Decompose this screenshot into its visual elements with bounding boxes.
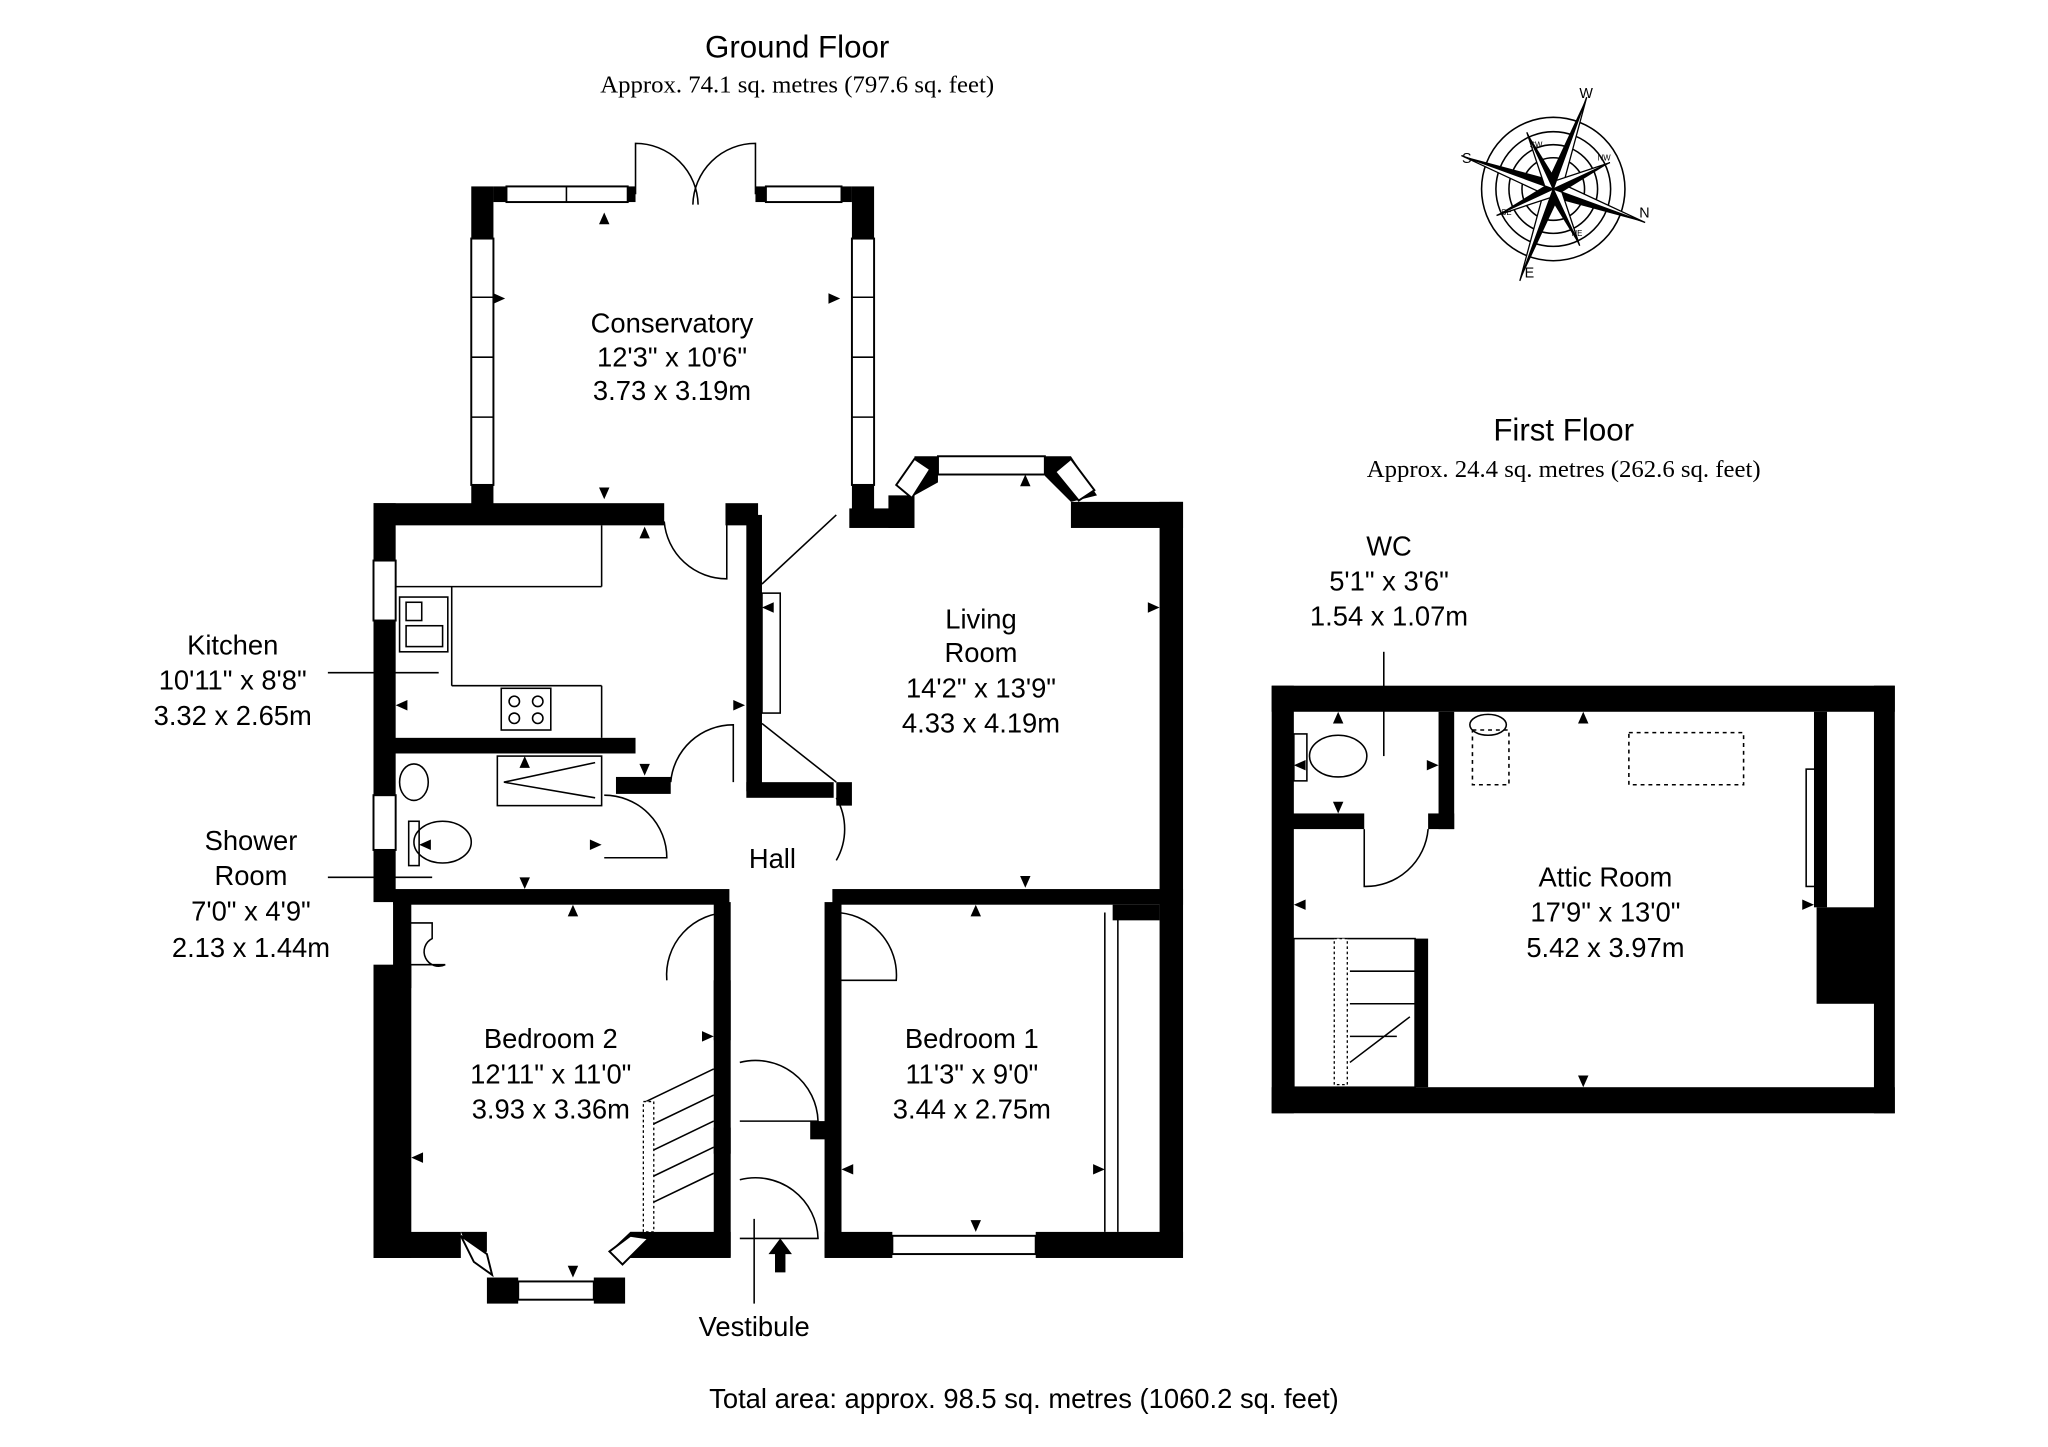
conservatory-imperial: 12'3" x 10'6" bbox=[597, 341, 747, 372]
room-label-conservatory: Conservatory 12'3" x 10'6" 3.73 x 3.19m bbox=[591, 307, 754, 406]
bedroom-1-metric: 3.44 x 2.75m bbox=[893, 1093, 1051, 1124]
living-room-imperial: 14'2" x 13'9" bbox=[906, 672, 1056, 703]
living-room-name-line2: Room bbox=[944, 637, 1017, 668]
bedroom-1-imperial: 11'3" x 9'0" bbox=[905, 1058, 1038, 1089]
first-floor-walls bbox=[1271, 685, 1895, 1114]
conservatory-name: Conservatory bbox=[591, 307, 754, 338]
attic-room-metric: 5.42 x 3.97m bbox=[1526, 932, 1684, 963]
first-floor-area: Approx. 24.4 sq. metres (262.6 sq. feet) bbox=[1367, 456, 1761, 483]
compass-label-n: N bbox=[1639, 206, 1649, 222]
room-label-attic-room: Attic Room 17'9" x 13'0" 5.42 x 3.97m bbox=[1526, 861, 1684, 962]
wc-name: WC bbox=[1366, 530, 1412, 561]
room-label-living-room: Living Room 14'2" x 13'9" 4.33 x 4.19m bbox=[902, 603, 1060, 738]
conservatory-metric: 3.73 x 3.19m bbox=[593, 375, 751, 406]
compass-label-w: W bbox=[1579, 86, 1593, 102]
first-floor-title: First Floor bbox=[1493, 413, 1634, 448]
ground-floor-windows bbox=[372, 185, 1096, 1301]
room-label-vestibule: Vestibule bbox=[699, 1218, 810, 1342]
compass-label-sw: SW bbox=[1530, 140, 1543, 149]
compass-label-ne: NE bbox=[1572, 229, 1583, 238]
first-floor-fixtures bbox=[1293, 713, 1823, 1088]
bedroom-2-metric: 3.93 x 3.36m bbox=[472, 1093, 630, 1124]
shower-room-imperial: 7'0" x 4'9" bbox=[191, 895, 311, 926]
wc-imperial: 5'1" x 3'6" bbox=[1329, 566, 1449, 597]
room-label-bedroom-1: Bedroom 1 11'3" x 9'0" 3.44 x 2.75m bbox=[893, 1023, 1051, 1124]
total-area: Total area: approx. 98.5 sq. metres (106… bbox=[709, 1383, 1339, 1414]
compass-label-s: S bbox=[1462, 151, 1472, 167]
compass-label-se: SE bbox=[1501, 208, 1511, 217]
shower-room-name-line1: Shower bbox=[205, 825, 298, 856]
measurement-arrows bbox=[395, 212, 1814, 1278]
room-label-shower-room: Shower Room 7'0" x 4'9" 2.13 x 1.44m bbox=[172, 825, 433, 963]
compass-label-e: E bbox=[1525, 266, 1535, 282]
kitchen-metric: 3.32 x 2.65m bbox=[154, 700, 312, 731]
entrance-arrow-icon bbox=[768, 1238, 792, 1273]
room-label-wc: WC 5'1" x 3'6" 1.54 x 1.07m bbox=[1310, 530, 1468, 757]
kitchen-name: Kitchen bbox=[187, 629, 278, 660]
room-label-kitchen: Kitchen 10'11" x 8'8" 3.32 x 2.65m bbox=[154, 629, 439, 731]
living-room-metric: 4.33 x 4.19m bbox=[902, 708, 1060, 739]
bedroom-2-name: Bedroom 2 bbox=[484, 1023, 618, 1054]
ground-floor-walls bbox=[373, 186, 1184, 1304]
ground-floor-title: Ground Floor bbox=[705, 29, 889, 64]
room-label-bedroom-2: Bedroom 2 12'11" x 11'0" 3.93 x 3.36m bbox=[470, 1023, 631, 1124]
ground-floor-fixtures bbox=[395, 525, 1119, 1233]
shower-room-metric: 2.13 x 1.44m bbox=[172, 932, 330, 963]
bedroom-1-name: Bedroom 1 bbox=[905, 1023, 1039, 1054]
hall-label: Hall bbox=[749, 843, 796, 874]
wc-metric: 1.54 x 1.07m bbox=[1310, 601, 1468, 632]
bedroom-2-imperial: 12'11" x 11'0" bbox=[470, 1058, 631, 1089]
attic-room-imperial: 17'9" x 13'0" bbox=[1530, 897, 1680, 928]
ground-floor-area: Approx. 74.1 sq. metres (797.6 sq. feet) bbox=[600, 72, 994, 99]
shower-room-name-line2: Room bbox=[214, 860, 287, 891]
ground-floor-doors bbox=[407, 142, 898, 1240]
vestibule-name: Vestibule bbox=[699, 1311, 810, 1342]
compass-label-nw: NW bbox=[1598, 153, 1612, 162]
compass-rose-icon: W S N E NW SW NE SE bbox=[1461, 86, 1650, 282]
kitchen-imperial: 10'11" x 8'8" bbox=[159, 665, 307, 696]
attic-room-name: Attic Room bbox=[1539, 861, 1673, 892]
living-room-name-line1: Living bbox=[945, 603, 1017, 634]
